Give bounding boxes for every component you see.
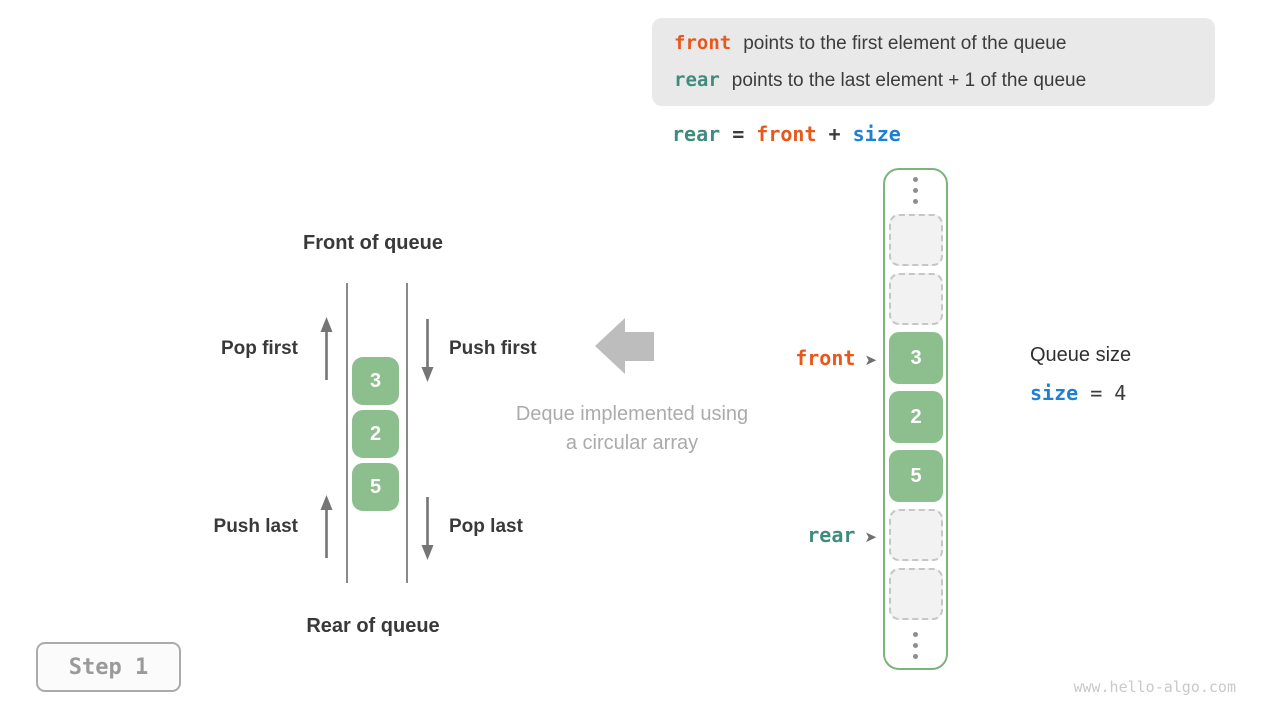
rear-pointer-arrow-icon: ➤ — [864, 528, 877, 546]
watermark: www.hello-algo.com — [1073, 678, 1236, 696]
array-cell-empty — [889, 214, 943, 266]
pop-first-label: Pop first — [220, 338, 298, 359]
size-value: = 4 — [1078, 381, 1127, 405]
channel-right-line — [406, 283, 408, 583]
caption-line-1: Deque implemented using — [515, 403, 749, 425]
caption-line-2: a circular array — [565, 432, 699, 454]
center-caption: Deque implemented using a circular array — [482, 400, 782, 458]
channel-left-line — [346, 283, 348, 583]
equation-rear: rear — [672, 122, 721, 146]
front-pointer-arrow-icon: ➤ — [864, 351, 877, 369]
push-last-label: Push last — [213, 516, 298, 537]
push-first-down-arrow-icon — [421, 319, 434, 382]
ellipsis-top-icon — [913, 177, 918, 210]
info-line-rear-text: points to the last element + 1 of the qu… — [731, 70, 1087, 91]
queue-size-title: Queue size — [1030, 344, 1132, 366]
front-pointer: front ➤ — [795, 344, 877, 374]
equation-front: front — [756, 122, 817, 146]
equation-equals: = — [720, 122, 757, 146]
front-pointer-label: front — [795, 346, 856, 370]
pop-first-up-arrow-icon — [320, 317, 333, 380]
rear-keyword: rear — [674, 69, 720, 91]
rear-of-queue-label: Rear of queue — [306, 615, 440, 637]
info-box: front points to the first element of the … — [652, 18, 1215, 106]
rear-pointer-label: rear — [807, 523, 856, 547]
array-cell-empty — [889, 273, 943, 325]
size-keyword: size — [1030, 381, 1079, 405]
array-cell-filled: 2 — [889, 391, 943, 443]
pop-last-label: Pop last — [449, 516, 523, 537]
front-keyword: front — [674, 32, 732, 54]
array-cell-filled: 5 — [889, 450, 943, 502]
equation-plus: + — [816, 122, 853, 146]
push-first-label: Push first — [449, 338, 537, 359]
front-of-queue-label: Front of queue — [303, 232, 443, 254]
stack-value-box: 5 — [352, 463, 399, 511]
array-cell-filled: 3 — [889, 332, 943, 384]
array-cell-empty — [889, 568, 943, 620]
step-badge: Step 1 — [36, 642, 181, 692]
array-cell-empty — [889, 509, 943, 561]
info-line-rear: rear points to the last element + 1 of th… — [674, 62, 1215, 99]
stack-value-box: 3 — [352, 357, 399, 405]
equation: rear = front + size — [672, 122, 901, 146]
stack-value-box: 2 — [352, 410, 399, 458]
info-line-front: front points to the first element of the … — [674, 25, 1215, 62]
equation-size: size — [852, 122, 901, 146]
info-line-front-text: points to the first element of the queue — [743, 33, 1067, 54]
rear-pointer: rear ➤ — [807, 521, 877, 551]
ellipsis-bottom-icon — [913, 632, 918, 665]
push-last-up-arrow-icon — [320, 495, 333, 558]
pop-last-down-arrow-icon — [421, 497, 434, 560]
left-block-arrow-icon — [595, 318, 654, 374]
array-cells: 3 2 5 — [889, 0, 943, 720]
queue-size-equation: size = 4 — [1030, 381, 1126, 405]
